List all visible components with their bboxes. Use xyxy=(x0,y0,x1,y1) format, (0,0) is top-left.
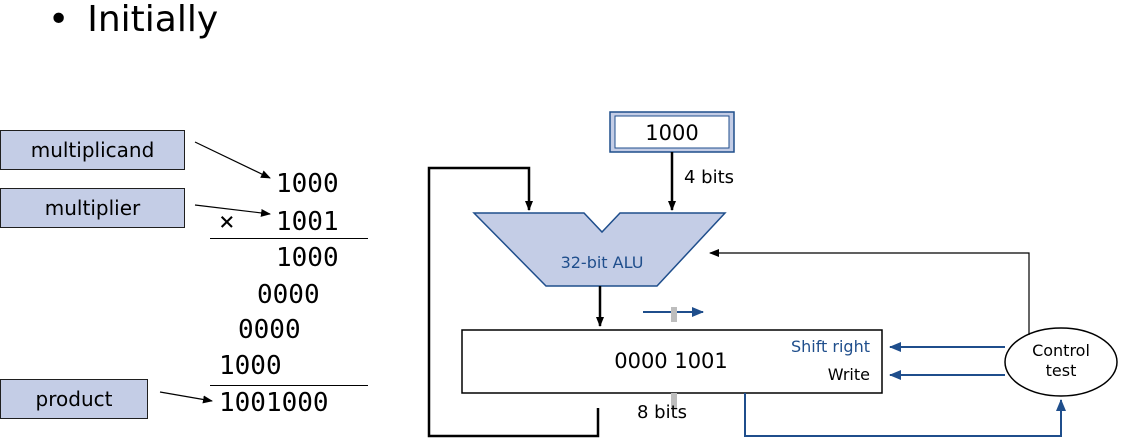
multiplicand-register-text: 1000 xyxy=(645,121,698,145)
multiplier-value: 1001 xyxy=(276,207,339,237)
write-label: Write xyxy=(828,365,870,384)
alu-label: 32-bit ALU xyxy=(561,253,644,272)
times-sign: × xyxy=(219,207,235,237)
register-split-marker-top xyxy=(671,307,677,322)
product-label: product xyxy=(0,379,148,419)
partial-product-0: 1000 xyxy=(276,243,339,273)
control-label-line1: Control xyxy=(1032,341,1090,360)
alu-control-signal xyxy=(709,249,1030,335)
partial-product-1: 0000 xyxy=(257,280,320,310)
partial-product-2: 0000 xyxy=(238,315,301,345)
multiplicand-value: 1000 xyxy=(276,169,339,199)
shift-right-label: Shift right xyxy=(791,337,870,356)
product-label-text: product xyxy=(35,387,113,411)
slide-heading: • Initially xyxy=(48,0,218,40)
arith-divider-bottom xyxy=(210,385,368,386)
multiplicand-arrow xyxy=(194,141,271,179)
alu-shape xyxy=(472,212,727,287)
arith-divider-top xyxy=(210,238,368,239)
multiplier-arrow xyxy=(194,204,271,217)
multiplier-label: multiplier xyxy=(0,188,185,228)
multiplicand-width-label: 4 bits xyxy=(684,167,734,188)
product-register xyxy=(461,329,883,394)
heading-text: Initially xyxy=(87,0,219,40)
multiplier-label-text: multiplier xyxy=(44,196,141,220)
product-value: 1001000 xyxy=(219,388,329,418)
lsb-test-signal xyxy=(744,393,1066,437)
control-label-line2: test xyxy=(1046,361,1077,380)
register-split-marker-bottom xyxy=(671,393,677,408)
bullet-icon: • xyxy=(48,0,70,40)
product-register-text: 0000 1001 xyxy=(614,349,728,373)
product-arrow xyxy=(159,391,213,404)
product-feedback-path xyxy=(427,166,600,438)
product-width-label: 8 bits xyxy=(637,402,687,423)
control-test-unit xyxy=(1004,327,1118,397)
partial-product-3: 1000 xyxy=(219,351,282,381)
multiplicand-label: multiplicand xyxy=(0,130,185,170)
multiplicand-label-text: multiplicand xyxy=(30,138,155,162)
multiplicand-register xyxy=(614,115,730,149)
